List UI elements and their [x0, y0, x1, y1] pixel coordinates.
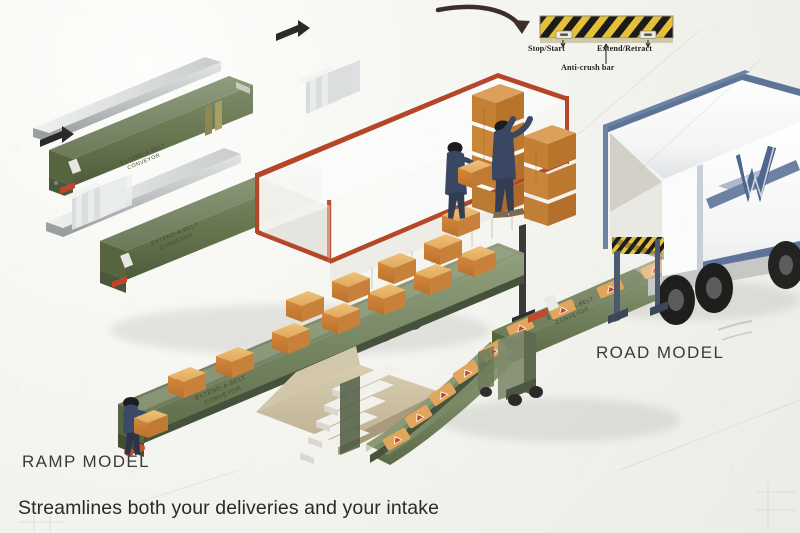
telescoping-sections-upper — [298, 60, 360, 114]
conveyor-road-model: EXTEND-A-BELT CONVEYOR — [366, 240, 722, 465]
telescoping-sections-left — [64, 174, 132, 230]
cartons-ramp-conveyor — [168, 246, 496, 398]
extend-arrow-left — [40, 126, 74, 147]
worker-stacking — [491, 116, 533, 218]
label-stop-start: Stop/Start — [528, 44, 565, 53]
background-guide-lines — [129, 29, 800, 506]
worker-ramp — [122, 397, 168, 455]
truck-side-signage — [717, 319, 753, 341]
anti-crush-bar-callout — [435, 4, 674, 64]
worker-receiving — [445, 142, 492, 219]
label-ramp-model: RAMP MODEL — [22, 452, 150, 471]
conveyor-ramp-model: EXTEND-A-BELT CONVEYOR — [118, 243, 524, 457]
label-road-model: ROAD MODEL — [596, 343, 725, 362]
callout-arrow — [435, 4, 523, 29]
truck-rear-hazard-strip — [612, 237, 664, 254]
stop-start-button — [555, 30, 573, 39]
trailer-interior-cartons — [286, 206, 480, 322]
truck-wheels — [657, 241, 800, 325]
extend-arrow-upper — [276, 20, 310, 41]
extend-retract-button — [639, 30, 657, 39]
truck-logo — [706, 145, 800, 209]
conveyor-chassis — [478, 294, 560, 406]
loading-dock — [256, 346, 440, 464]
tagline: Streamlines both your deliveries and you… — [18, 497, 440, 519]
conveyor-top-left: EXTEND-A-BELT CONVEYOR — [33, 57, 253, 199]
label-anti-crush-bar: Anti-crush bar — [561, 63, 615, 72]
conveyor-mid-left: EXTEND-A-BELT CONVEYOR — [40, 20, 360, 293]
label-extend-retract: Extend/Retract — [597, 44, 653, 53]
truck-white — [603, 70, 800, 341]
